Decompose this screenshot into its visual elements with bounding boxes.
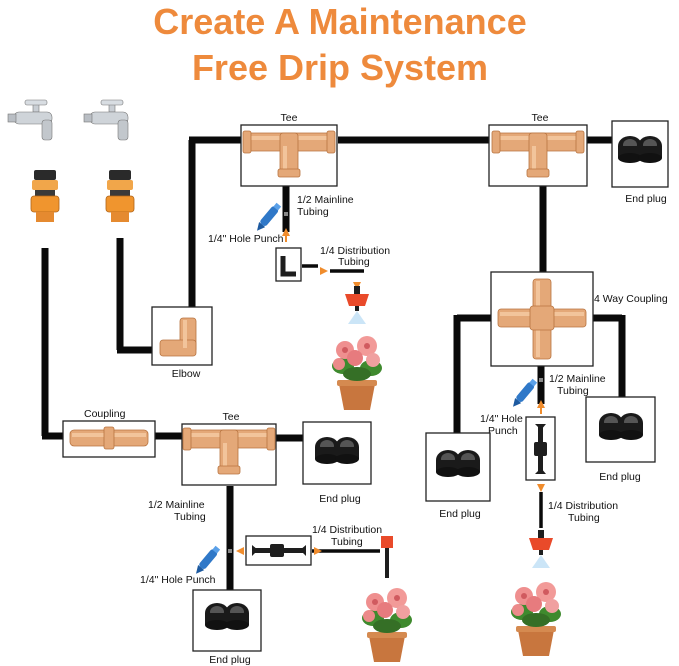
- title-line-2: Free Drip System: [192, 47, 488, 88]
- end-plug-top-right-label: End plug: [625, 193, 667, 205]
- flower-pot-icon-bottom: [362, 588, 412, 662]
- arrow-up-top: [282, 228, 290, 236]
- dist-bottom-label-1: 1/4 Distribution: [312, 524, 382, 536]
- hole-punch-right-label-2: Punch: [488, 425, 518, 437]
- punch-hole-dot-bottom: [228, 549, 232, 553]
- punch-hole-dot-right: [539, 378, 543, 382]
- hole-punch-icon-bottom: [192, 545, 221, 577]
- mainline-bottom-label-2: Tubing: [174, 511, 206, 523]
- dripper-icon-bottom: [381, 536, 393, 578]
- dripper-icon-top: [345, 286, 369, 324]
- elbow-label: Elbow: [172, 368, 201, 380]
- arrow-left-bottom: [236, 547, 244, 555]
- mainline-top-label-2: Tubing: [297, 206, 329, 218]
- mainline-top-label-1: 1/2 Mainline: [297, 194, 354, 206]
- coupling-label: Coupling: [84, 408, 126, 420]
- arrow-up-right: [537, 400, 545, 408]
- flower-pot-icon-right: [511, 582, 561, 656]
- hose-adapter-icon-left: [30, 169, 60, 223]
- arrow-down-right: [537, 484, 545, 492]
- dripper-icon-right: [529, 530, 553, 568]
- tee-top-left-label: Tee: [281, 112, 298, 124]
- faucet-icon-left: [7, 99, 53, 141]
- dist-top-label-2: Tubing: [338, 256, 370, 268]
- four-way-coupling-icon: [497, 278, 587, 360]
- tee-bottom-label: Tee: [223, 411, 240, 423]
- four-way-label: 4 Way Coupling: [594, 293, 668, 305]
- arrow-right-top: [320, 267, 328, 275]
- coupling-fitting-icon: [69, 426, 149, 450]
- end-plug-mid-left-label: End plug: [439, 508, 481, 520]
- end-plug-right-label: End plug: [319, 493, 361, 505]
- mainline-right-label-1: 1/2 Mainline: [549, 373, 606, 385]
- dist-bottom-label-2: Tubing: [331, 536, 363, 548]
- dist-right-label-1: 1/4 Distribution: [548, 500, 618, 512]
- punch-hole-dot-top: [284, 212, 288, 216]
- title-line-1: Create A Maintenance: [153, 1, 526, 42]
- tee-top-right-label: Tee: [532, 112, 549, 124]
- hole-punch-bottom-label: 1/4" Hole Punch: [140, 574, 216, 586]
- mainline-pipes: [41, 136, 626, 591]
- dist-right-label-2: Tubing: [568, 512, 600, 524]
- hole-punch-icon-top: [253, 202, 282, 234]
- dist-top-label-1: 1/4 Distribution: [320, 245, 390, 257]
- end-plug-bottom-label: End plug: [209, 654, 251, 666]
- hole-punch-right-label-1: 1/4" Hole: [480, 413, 523, 425]
- mainline-right-label-2: Tubing: [557, 385, 589, 397]
- barb-connector-icon: [252, 544, 306, 557]
- elbow-fitting-icon: [159, 317, 197, 357]
- faucet-icon-right: [83, 99, 129, 141]
- mainline-bottom-label-1: 1/2 Mainline: [148, 499, 205, 511]
- end-plug-mid-right-label: End plug: [599, 471, 641, 483]
- hole-punch-icon-right: [509, 378, 538, 410]
- hose-adapter-icon-right: [105, 169, 135, 223]
- arrow-right-bottom: [314, 547, 322, 555]
- flower-pot-icon-top: [332, 336, 382, 410]
- hole-punch-top-label: 1/4" Hole Punch: [208, 233, 284, 245]
- barb-connector-vertical-icon: [534, 424, 547, 474]
- elbow-barb-icon: [280, 256, 296, 277]
